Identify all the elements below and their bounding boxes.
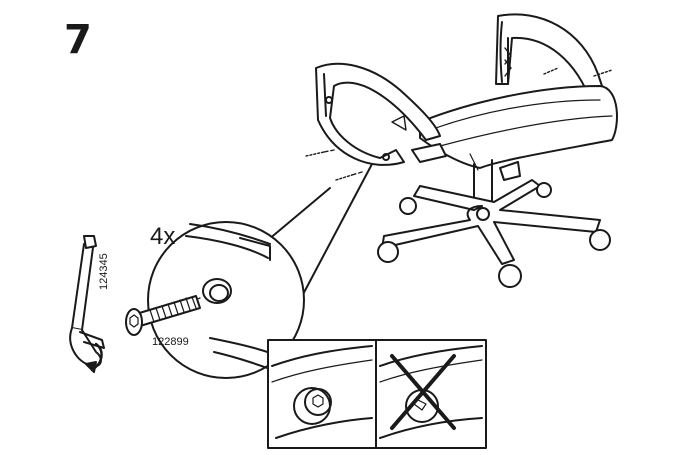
chair-bolts xyxy=(305,67,613,181)
allen-key xyxy=(69,235,105,373)
chair-base xyxy=(381,179,601,265)
office-chair xyxy=(305,13,618,288)
rotation-arrow-icon xyxy=(85,361,97,373)
quantity-label: 4x xyxy=(150,223,175,250)
step-number: 7 xyxy=(64,17,92,63)
bolt xyxy=(125,295,201,336)
chair-casters xyxy=(377,182,611,288)
correct-example-box xyxy=(267,339,377,449)
wrong-example-box xyxy=(375,339,487,449)
chair-armrest xyxy=(315,62,441,166)
allen-key-part-number: 124345 xyxy=(98,253,110,290)
cross-mark-icon xyxy=(390,354,456,430)
bolt-part-number: 122899 xyxy=(152,336,189,348)
chair-seat xyxy=(419,85,618,171)
chair-gas-lift xyxy=(411,143,521,211)
